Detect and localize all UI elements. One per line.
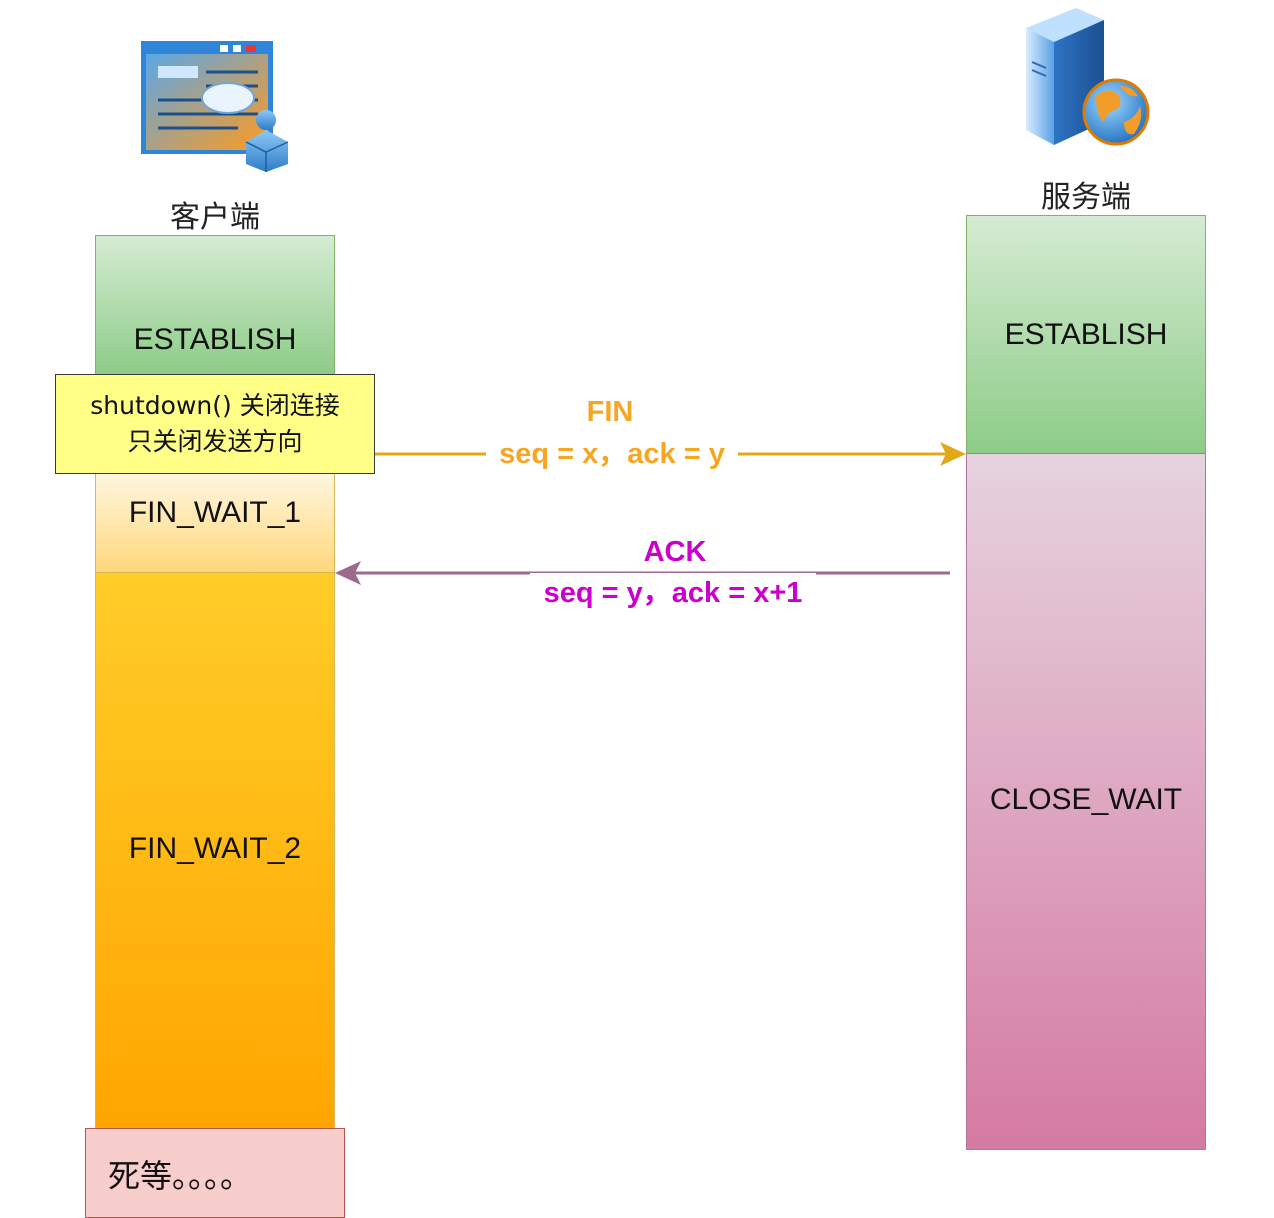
- waiting-label: 死等。。。。: [108, 1157, 253, 1195]
- server-establish-state: ESTABLISH: [966, 215, 1206, 455]
- fin-seq-label: seq = x，ack = y: [486, 434, 738, 474]
- ack-seq-label: seq = y，ack = x+1: [530, 573, 816, 613]
- fin-wait-1-state: FIN_WAIT_1: [95, 473, 335, 573]
- close-wait-state: CLOSE_WAIT: [966, 453, 1206, 1150]
- shutdown-note-line1: shutdown() 关闭连接: [90, 391, 340, 420]
- client-computer-icon: [138, 38, 293, 173]
- shutdown-note: shutdown() 关闭连接 只关闭发送方向: [55, 374, 375, 474]
- server-establish-label: ESTABLISH: [1004, 318, 1168, 351]
- fin-wait-1-label: FIN_WAIT_1: [128, 496, 302, 529]
- fin-wait-2-label: FIN_WAIT_2: [128, 832, 302, 865]
- ack-title: ACK: [643, 536, 707, 568]
- client-establish-label: ESTABLISH: [133, 323, 297, 356]
- fin-wait-2-state: FIN_WAIT_2: [95, 572, 335, 1132]
- server-label: 服务端: [1041, 180, 1131, 215]
- shutdown-note-line2: 只关闭发送方向: [127, 427, 303, 456]
- fin-title: FIN: [586, 396, 634, 428]
- close-wait-label: CLOSE_WAIT: [989, 782, 1183, 816]
- client-label: 客户端: [170, 200, 260, 235]
- server-globe-icon: [1020, 0, 1150, 155]
